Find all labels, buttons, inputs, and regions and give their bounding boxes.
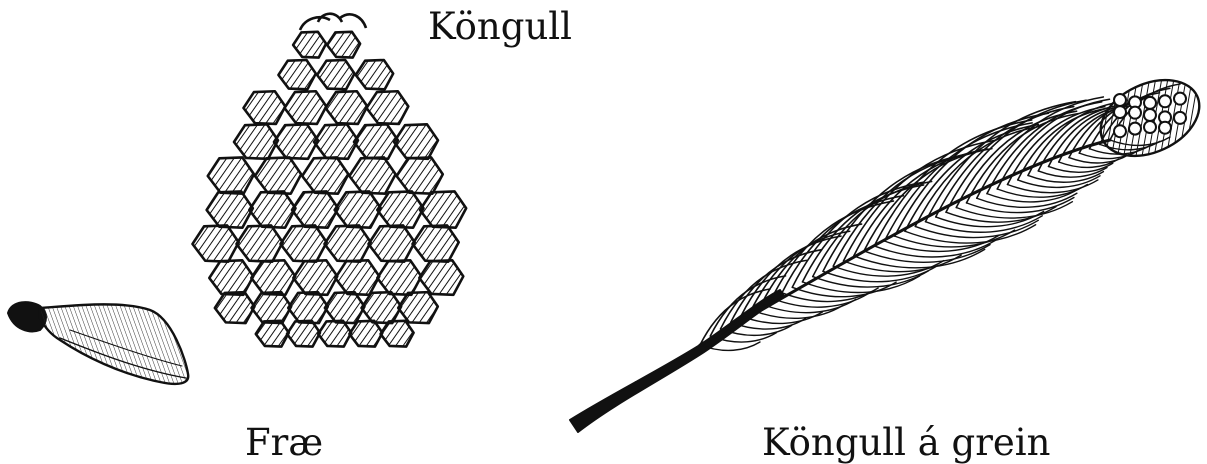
cone-scale bbox=[397, 157, 443, 193]
small-cone-scale bbox=[1114, 125, 1126, 137]
cone-scale bbox=[335, 260, 379, 294]
cone-scale bbox=[285, 91, 327, 124]
needle bbox=[772, 201, 894, 298]
cone-scale bbox=[251, 260, 295, 294]
needle bbox=[782, 196, 903, 293]
needle bbox=[915, 220, 1038, 237]
cone-scale bbox=[367, 91, 409, 124]
branch-stem bbox=[570, 290, 784, 432]
cone-scale bbox=[326, 91, 368, 124]
cone-scale bbox=[325, 225, 371, 261]
cone-scale bbox=[420, 191, 466, 227]
small-cone-scale bbox=[1144, 121, 1156, 133]
seed-label: Fræ bbox=[245, 424, 323, 461]
small-cone-scale bbox=[1129, 123, 1141, 135]
cone-scale bbox=[281, 225, 327, 261]
cone-scale bbox=[288, 292, 328, 323]
cone-scale bbox=[369, 225, 415, 261]
small-cone-scale bbox=[1159, 95, 1171, 107]
small-cone-scale bbox=[1129, 107, 1141, 119]
small-cone-scale bbox=[1144, 97, 1156, 109]
cone-scale bbox=[293, 260, 337, 294]
cone-scale bbox=[325, 292, 365, 323]
cone-scale bbox=[287, 321, 320, 347]
needle bbox=[895, 230, 1015, 247]
cone-scale bbox=[362, 292, 402, 323]
cone-scale bbox=[209, 260, 253, 294]
cone-scale bbox=[274, 124, 318, 158]
cone-scale bbox=[356, 60, 393, 89]
cone-scale bbox=[193, 225, 239, 261]
cone-scale bbox=[381, 321, 414, 347]
pine-branch-with-cone-drawing bbox=[570, 65, 1207, 432]
cone-scale bbox=[256, 321, 289, 347]
cone-scale bbox=[314, 124, 358, 158]
winged-seed-drawing bbox=[8, 302, 188, 384]
cone-scale bbox=[377, 260, 421, 294]
cone-scale bbox=[237, 225, 283, 261]
small-cone-scale bbox=[1114, 94, 1126, 106]
cone-scale bbox=[208, 157, 254, 193]
cone-scale bbox=[292, 191, 338, 227]
cone-scale bbox=[207, 191, 253, 227]
cone-scale bbox=[394, 124, 438, 158]
cone-scale bbox=[377, 191, 423, 227]
small-cone-scale bbox=[1114, 106, 1126, 118]
cone-scale bbox=[293, 32, 326, 58]
cone-label: Köngull bbox=[428, 8, 572, 45]
small-cone-scale bbox=[1144, 109, 1156, 121]
cone-scale bbox=[398, 292, 438, 323]
cone-scale bbox=[413, 225, 459, 261]
cone-scale bbox=[335, 191, 381, 227]
small-cone-scale bbox=[1159, 122, 1171, 134]
cone-scale bbox=[302, 157, 348, 193]
needle bbox=[956, 202, 1072, 218]
needle bbox=[1069, 155, 1129, 163]
cone-scale bbox=[349, 157, 395, 193]
cone-scale bbox=[255, 157, 301, 193]
pine-cone-drawing bbox=[193, 14, 467, 347]
cone-scale bbox=[249, 191, 295, 227]
cone-scale bbox=[244, 91, 286, 124]
branch-label: Köngull á grein bbox=[762, 424, 1050, 461]
cone-scale bbox=[327, 32, 360, 58]
cone-scale bbox=[349, 321, 382, 347]
needle bbox=[1059, 159, 1119, 167]
cone-tip bbox=[300, 14, 366, 30]
branch-axis bbox=[700, 140, 1110, 345]
needle bbox=[844, 255, 962, 272]
needle bbox=[854, 249, 985, 267]
cone-scale bbox=[354, 124, 398, 158]
cone-scale bbox=[419, 260, 463, 294]
cone-scale bbox=[215, 292, 255, 323]
cone-scale bbox=[234, 124, 278, 158]
cone-scale bbox=[278, 60, 315, 89]
cone-scale bbox=[318, 321, 351, 347]
cone-scale bbox=[252, 292, 292, 323]
cone-scale bbox=[317, 60, 354, 89]
small-cone-scale bbox=[1174, 93, 1186, 105]
small-cone-scale bbox=[1174, 112, 1186, 124]
